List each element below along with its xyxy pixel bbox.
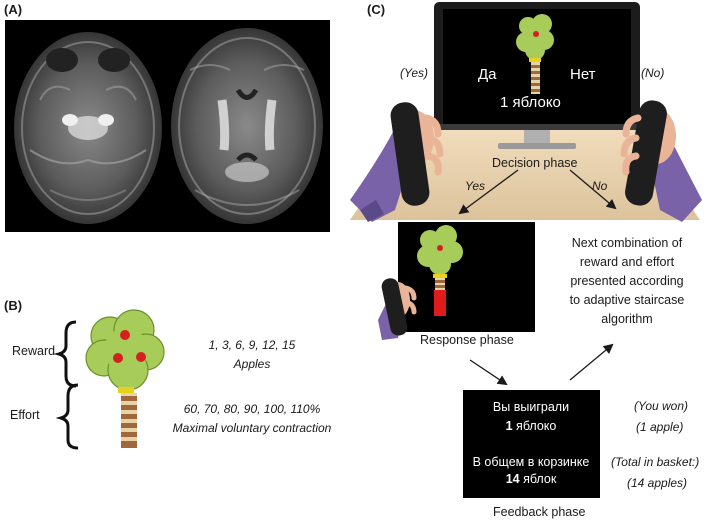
reward-label: Reward [12, 344, 56, 358]
feedback-total-count-translation: (14 apples) [627, 476, 688, 490]
mri-slice-right [171, 28, 323, 224]
yes-translation: (Yes) [400, 66, 429, 80]
tree-trunk-effort-scale [121, 393, 137, 448]
tree-on-monitor [516, 14, 554, 94]
apple [113, 353, 123, 363]
effort-threshold-marker [118, 387, 134, 393]
effort-values: 60, 70, 80, 90, 100, 110% [183, 402, 321, 416]
arrow-no-label: No [592, 179, 608, 193]
tree-canopy [85, 309, 165, 391]
decision-setup [350, 2, 702, 222]
feedback-won-amount: 1 яблоко [461, 419, 601, 433]
apple [136, 352, 146, 362]
feedback-phase-label: Feedback phase [493, 505, 586, 519]
mri-slice-left [14, 32, 162, 224]
feedback-total-amount: 14 яблок [461, 472, 601, 486]
next-combination-line: presented according [570, 274, 684, 288]
feedback-total-translation: (Total in basket:) [611, 455, 700, 469]
feedback-total-text: В общем в корзинке [472, 455, 590, 469]
response-phase-label: Response phase [420, 333, 514, 347]
effort-unit: Maximal voluntary contraction [172, 421, 332, 435]
effort-brace [55, 383, 79, 450]
feedback-won-unit: яблоко [512, 419, 557, 433]
panel-b-label: (B) [4, 298, 23, 313]
effort-progress-bar [434, 290, 446, 316]
arrow-yes [458, 169, 519, 215]
response-hand [378, 278, 417, 340]
arrow-to-feedback [469, 359, 508, 386]
mri-panel [5, 20, 330, 232]
feedback-won-count-translation: (1 apple) [636, 420, 684, 434]
effort-label: Effort [10, 408, 40, 422]
arrow-yes-label: Yes [465, 179, 486, 193]
feedback-screen [463, 390, 600, 498]
screen-reward-amount: 1 яблоко [500, 94, 561, 111]
screen-yes-option: Да [478, 66, 497, 83]
apple [120, 330, 130, 340]
next-combination-line: to adaptive staircase [569, 293, 685, 307]
next-combination-text: Next combination of reward and effort pr… [552, 234, 702, 329]
decision-phase-label: Decision phase [492, 156, 578, 170]
feedback-total-count: 14 [505, 472, 520, 486]
panel-c-label: (C) [367, 2, 386, 17]
reward-unit: Apples [233, 357, 271, 371]
panel-a-label: (A) [4, 2, 23, 17]
screen-no-option: Нет [570, 66, 596, 83]
arrow-to-next-trial [569, 343, 614, 381]
next-combination-line: Next combination of [571, 236, 683, 250]
reward-brace [53, 320, 77, 388]
left-hand-gripping-dynamometer [350, 102, 444, 222]
feedback-won-text: Вы выиграли [492, 400, 570, 414]
right-hand-gripping-dynamometer [620, 100, 702, 222]
next-combination-line: algorithm [601, 312, 653, 326]
tree-illustration-b [85, 309, 165, 448]
feedback-won-count: 1 [505, 419, 513, 433]
response-screen [398, 222, 535, 332]
next-combination-line: reward and effort [579, 255, 675, 269]
arrow-no [569, 169, 617, 210]
feedback-total-unit: яблок [519, 472, 557, 486]
no-translation: (No) [641, 66, 665, 80]
reward-values: 1, 3, 6, 9, 12, 15 [208, 338, 296, 352]
feedback-won-translation: (You won) [634, 399, 689, 413]
